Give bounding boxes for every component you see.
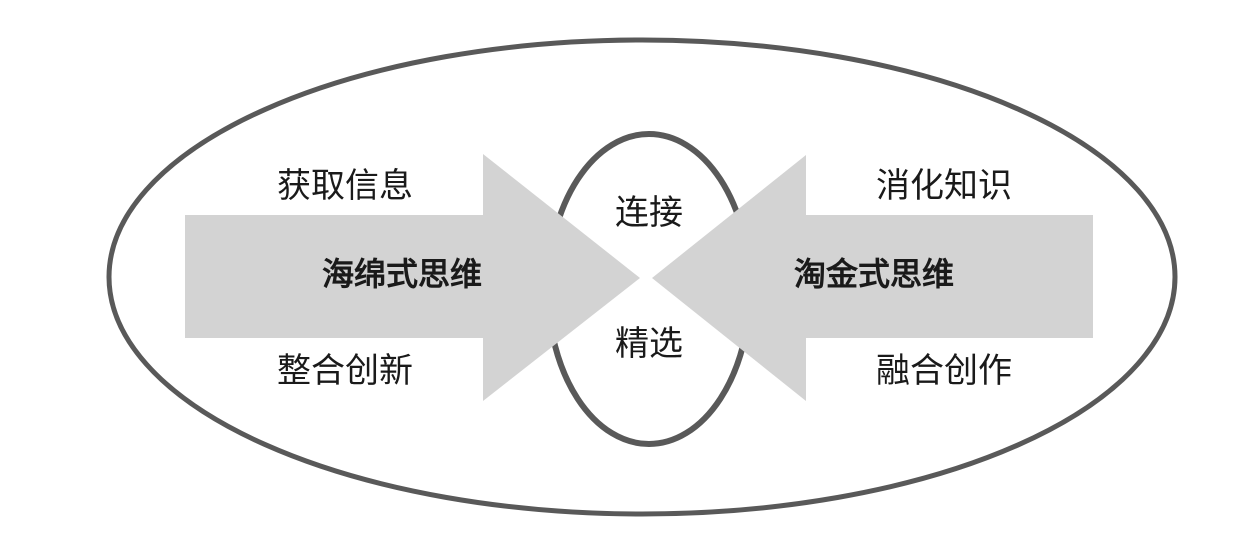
right-arrow	[652, 155, 1093, 401]
outer-ellipse	[106, 37, 1178, 517]
right-arrow-title: 淘金式思维	[794, 255, 954, 293]
center-bottom-label: 精选	[615, 324, 683, 364]
left-top-label: 获取信息	[277, 166, 413, 206]
left-arrow-title: 海绵式思维	[322, 255, 482, 293]
left-bottom-label: 整合创新	[277, 351, 413, 391]
right-bottom-label: 融合创作	[876, 351, 1012, 391]
center-top-label: 连接	[615, 193, 683, 233]
left-arrow	[185, 154, 640, 401]
right-top-label: 消化知识	[876, 166, 1012, 206]
